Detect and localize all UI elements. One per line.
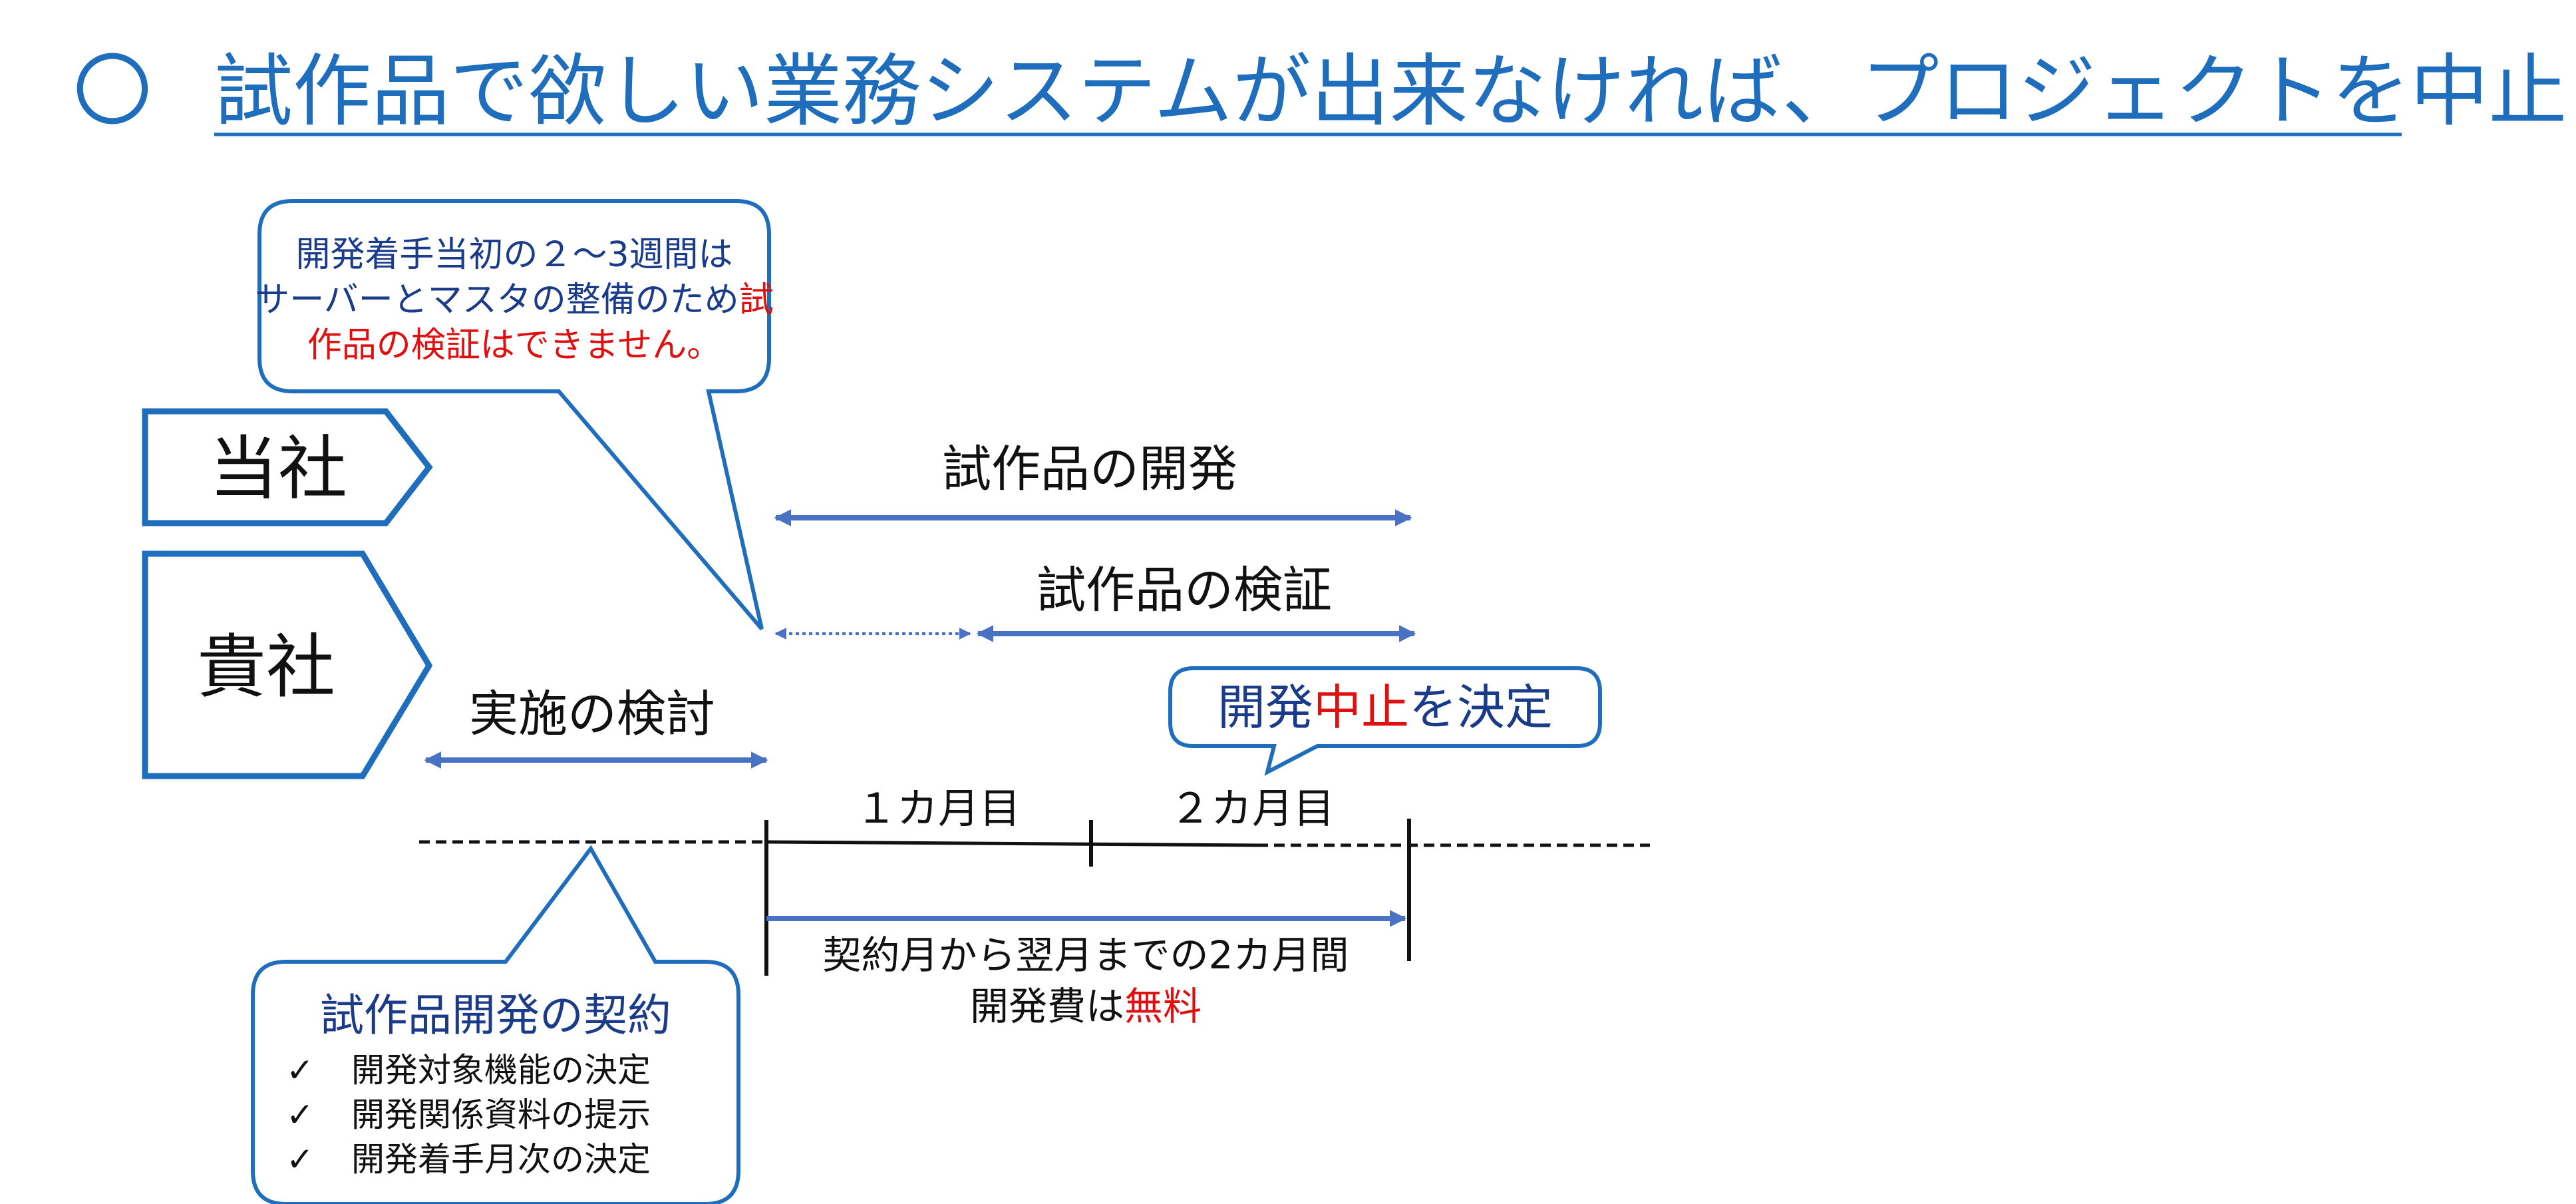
month-2-label: ２カ月目 bbox=[1170, 784, 1335, 833]
contract-item-2: 開発関係資料の提示 bbox=[351, 1096, 651, 1134]
check-icon: ✓ bbox=[286, 1140, 314, 1179]
contract-item-3: 開発着手月次の決定 bbox=[351, 1140, 651, 1179]
verification-label: 試作品の検証 bbox=[1037, 562, 1332, 619]
header: 〇 試作品で欲しい業務システムが出来なければ、プロジェクトを中止 bbox=[73, 45, 2567, 137]
free-period-line-1: 契約月から翌月までの2カ月間 bbox=[823, 932, 1349, 978]
top-callout-bubble bbox=[257, 199, 771, 630]
stop-callout: 開発中止を決定 bbox=[1168, 666, 1602, 776]
stop-callout-text: 開発中止を決定 bbox=[1217, 680, 1553, 735]
consideration-arrow-group: 実施の検討 bbox=[424, 686, 768, 769]
top-callout: 開発着手当初の２～3週間は サーバーとマスタの整備のため試 作品の検証はできませ… bbox=[255, 199, 774, 630]
contract-title: 試作品開発の契約 bbox=[320, 990, 671, 1041]
consideration-label: 実施の検討 bbox=[469, 686, 715, 743]
check-icon: ✓ bbox=[286, 1096, 314, 1134]
check-icon: ✓ bbox=[286, 1051, 314, 1090]
timeline: １カ月目 ２カ月目 契約月から翌月までの2カ月間 開発費は無料 bbox=[419, 784, 1650, 1029]
development-arrow-group: 試作品の開発 bbox=[774, 441, 1412, 526]
role-yours: 貴社 bbox=[142, 550, 433, 779]
stop-callout-bubble bbox=[1168, 666, 1602, 776]
role-ours: 当社 bbox=[142, 408, 433, 526]
contract-item-1: 開発対象機能の決定 bbox=[351, 1051, 651, 1090]
role-yours-label: 貴社 bbox=[197, 626, 335, 707]
top-callout-line-2: サーバーとマスタの整備のため試 bbox=[255, 280, 774, 320]
free-period-line-2: 開発費は無料 bbox=[970, 984, 1202, 1029]
role-ours-shape bbox=[142, 408, 433, 526]
top-callout-line-1: 開発着手当初の２～3週間は bbox=[295, 235, 732, 275]
development-label: 試作品の開発 bbox=[942, 441, 1237, 498]
header-bullet-icon: 〇 bbox=[73, 45, 152, 137]
top-callout-line-3: 作品の検証はできません。 bbox=[307, 325, 721, 365]
timeline-solid bbox=[766, 840, 1258, 847]
role-ours-label: 当社 bbox=[209, 428, 347, 509]
page-title: 試作品で欲しい業務システムが出来なければ、プロジェクトを中止 bbox=[214, 45, 2567, 137]
contract-callout: 試作品開発の契約 ✓ 開発対象機能の決定 ✓ 開発関係資料の提示 ✓ 開発着手月… bbox=[251, 845, 740, 1204]
verification-arrow-group: 試作品の検証 bbox=[774, 562, 1416, 642]
role-yours-shape bbox=[142, 550, 433, 779]
month-1-label: １カ月目 bbox=[856, 784, 1021, 833]
